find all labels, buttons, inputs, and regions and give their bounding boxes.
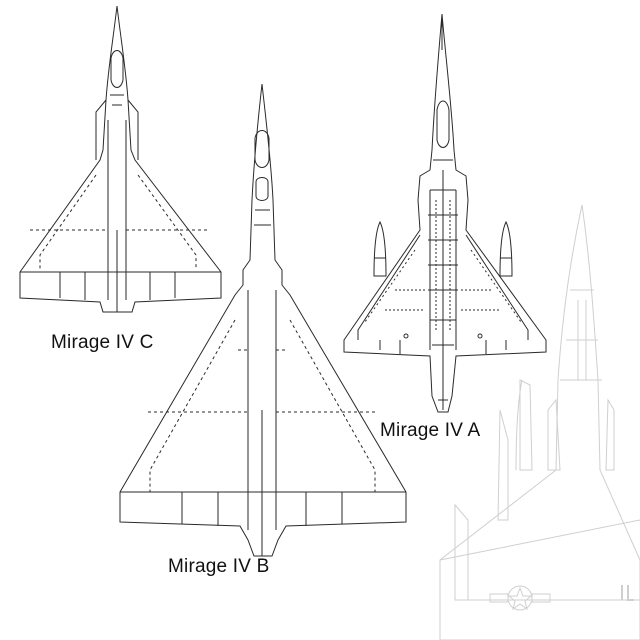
usaf-roundel-icon bbox=[489, 585, 551, 611]
mirage-iv-a-label: Mirage IV A bbox=[380, 420, 481, 441]
mirage-iv-b-label: Mirage IV B bbox=[168, 556, 270, 577]
background-aircraft-drawing bbox=[439, 204, 640, 640]
mirage-iv-a-drawing bbox=[343, 13, 547, 413]
mirage-iv-b-drawing bbox=[119, 83, 407, 557]
mirage-iv-c-label: Mirage IV C bbox=[51, 332, 154, 353]
mirage-iv-c-drawing bbox=[19, 5, 222, 313]
